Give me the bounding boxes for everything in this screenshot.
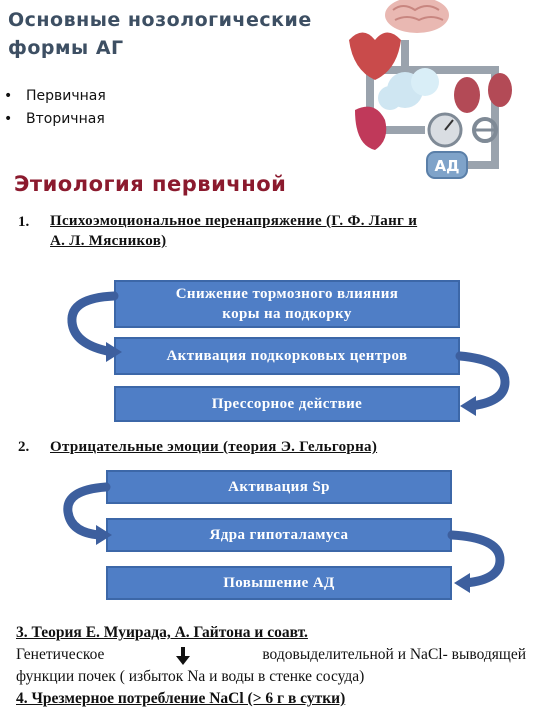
bullet-icon: • — [4, 87, 13, 104]
pressure-gauge-icon — [427, 112, 463, 148]
valve-icon — [472, 117, 498, 143]
form-secondary: Вторичная — [26, 110, 105, 127]
form-primary: Первичная — [26, 87, 106, 104]
page-title: Основные нозологические формы АГ — [8, 6, 358, 62]
etiology-heading: Этиология первичной — [14, 172, 287, 196]
list-item: • Вторичная — [4, 107, 106, 130]
theory1-number: 1. — [18, 214, 30, 230]
brain-icon — [385, 0, 449, 33]
theory2-heading: Отрицательные эмоции (теория Э. Гельгорн… — [50, 439, 378, 455]
title-line-1: Основные нозологические — [8, 9, 312, 31]
heart-icon — [349, 32, 401, 80]
theory1-heading: Психоэмоциональное перенапряжение (Г. Ф.… — [50, 213, 540, 250]
theory3-text-a: Генетическое — [16, 646, 105, 663]
theories-3-4: 3. Теория Е. Муирада, А. Гайтона и соавт… — [16, 622, 526, 710]
curved-arrow-right-2 — [447, 530, 505, 593]
blood-pressure-badge: АД — [426, 151, 468, 179]
theory2-number: 2. — [18, 439, 30, 455]
theory1-step-2: Активация подкорковых центров — [114, 337, 460, 375]
lungs-icon — [378, 68, 439, 110]
bullet-icon: • — [4, 110, 13, 127]
theory1-line2: А. Л. Мясников) — [50, 233, 167, 249]
theory4-text: 4. Чрезмерное потребление NaCl (> 6 г в … — [16, 690, 346, 707]
theory3-line2: функции почек ( избыток Na и воды в стен… — [16, 668, 365, 685]
bp-label: АД — [435, 157, 460, 175]
theory2-step-1: Активация Sp — [106, 470, 452, 504]
theory2-step-2: Ядра гипоталамуса — [106, 518, 452, 552]
curved-arrow-right-1 — [455, 351, 510, 416]
arrow-down-icon — [176, 647, 191, 665]
theory1-line1: Психоэмоциональное перенапряжение (Г. Ф.… — [50, 213, 418, 229]
theory1-step-1: Снижение тормозного влияния коры на подк… — [114, 280, 460, 328]
theory3-line1: Генетическое водовыделительной и NaCl- в… — [16, 644, 526, 666]
forms-list: • Первичная • Вторичная — [4, 84, 106, 130]
list-item: • Первичная — [4, 84, 106, 107]
theory2-step-3: Повышение АД — [106, 566, 452, 600]
vessel-icon — [355, 106, 387, 150]
theory1-step-3: Прессорное действие — [114, 386, 460, 422]
title-line-2: формы АГ — [8, 37, 124, 59]
theory3-title: 3. Теория Е. Муирада, А. Гайтона и соавт… — [16, 624, 308, 641]
kidneys-icon — [454, 73, 512, 113]
cardiovascular-illustration: АД — [345, 0, 515, 190]
theory3-text-b: водовыделительной и NaCl- выводящей — [262, 646, 526, 663]
